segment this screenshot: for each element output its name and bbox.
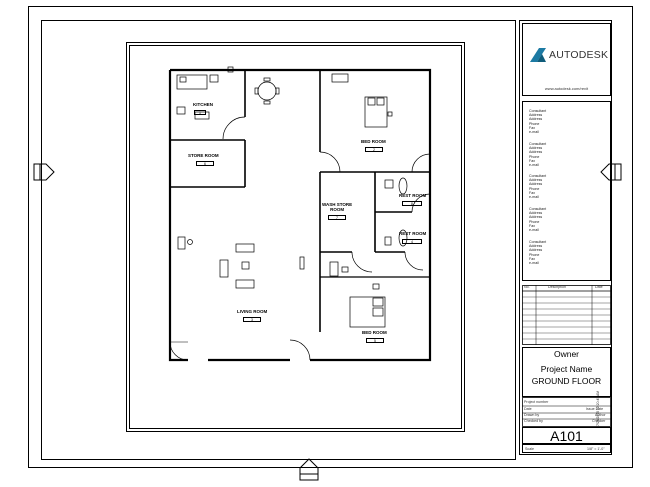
- date-label: Date: [524, 407, 532, 411]
- room-label-store: STORE ROOM: [188, 153, 219, 158]
- project-name: Project Name: [540, 364, 593, 374]
- consultant-block: Consultant Address Address Phone Fax e-m…: [529, 240, 547, 266]
- plan-viewport-inner: [129, 45, 462, 429]
- consultant-block: Consultant Address Address Phone Fax e-m…: [529, 109, 547, 135]
- scale-value: 1/8" = 1'-0": [587, 447, 605, 451]
- title-block: [519, 20, 612, 455]
- project-number-label: Project number: [524, 400, 549, 404]
- room-tag-wash-store[interactable]: 7: [328, 215, 346, 220]
- drawn-by-label: Drawn by: [524, 413, 540, 417]
- drawn-by-value[interactable]: Author: [595, 413, 606, 417]
- room-tag-bedroom-1[interactable]: 2: [365, 147, 383, 152]
- website-url: www.autodesk.com/revit: [544, 86, 589, 91]
- revision-header-no: No.: [524, 285, 530, 289]
- revision-header-date: Date: [595, 285, 603, 289]
- owner-name: Owner: [553, 349, 580, 359]
- room-label-living: LIVING ROOM: [237, 309, 268, 314]
- room-tag-bedroom-2[interactable]: 5: [366, 338, 384, 343]
- logo-text: AUTODESK: [549, 49, 609, 61]
- consultant-block: Consultant Address Address Phone Fax e-m…: [529, 142, 547, 168]
- checked-by-label: Checked by: [524, 419, 543, 423]
- sheet-name: GROUND FLOOR: [531, 376, 602, 386]
- sheet-inner-border: [41, 20, 516, 460]
- consultants-panel: Consultant Address Address Phone Fax e-m…: [522, 101, 611, 281]
- scale-row: Scale 1/8" = 1'-0": [522, 444, 611, 453]
- bottom-view-marker-icon[interactable]: [298, 456, 320, 482]
- room-tag-living[interactable]: 3: [243, 317, 261, 322]
- room-label-kitchen: KITCHEN: [193, 102, 213, 107]
- left-view-marker-icon[interactable]: [32, 162, 58, 182]
- floor-plan-drawing[interactable]: [160, 62, 435, 367]
- room-tag-kitchen[interactable]: 1: [194, 110, 206, 115]
- sheet-outer-border: [28, 6, 633, 468]
- room-label-bedroom-1: BED ROOM: [361, 139, 386, 144]
- scale-label: Scale: [525, 447, 534, 451]
- logo-panel: AUTODESK www.autodesk.com/revit: [522, 23, 611, 96]
- date-value[interactable]: Issue Date: [586, 407, 604, 411]
- room-tag-store[interactable]: 6: [196, 161, 214, 166]
- room-label-wash-store: WASH STORE ROOM: [322, 202, 353, 212]
- room-tag-restroom-2[interactable]: 4: [402, 239, 422, 244]
- sheet-number: A101: [550, 428, 583, 444]
- consultant-block: Consultant Address Address Phone Fax e-m…: [529, 207, 547, 233]
- revision-table[interactable]: [522, 285, 612, 345]
- room-label-restroom-2: REST ROOM: [399, 231, 427, 236]
- autodesk-logo-icon: [530, 48, 546, 62]
- print-timestamp: 7/24/2015 12:20:45 AM: [596, 390, 600, 426]
- room-label-restroom-1: REST ROOM: [399, 193, 427, 198]
- sheet-number-panel: A101: [522, 427, 611, 444]
- project-details-grid: [522, 397, 611, 427]
- room-label-bedroom-2: BED ROOM: [362, 330, 387, 335]
- room-tag-restroom-1[interactable]: 8: [402, 201, 422, 206]
- plan-viewport[interactable]: [126, 42, 465, 432]
- revision-header-description: Description: [548, 285, 566, 289]
- project-info-panel: Owner Project Name GROUND FLOOR: [522, 347, 611, 397]
- consultant-block: Consultant Address Address Phone Fax e-m…: [529, 174, 547, 200]
- checked-by-value[interactable]: Checker: [592, 419, 606, 423]
